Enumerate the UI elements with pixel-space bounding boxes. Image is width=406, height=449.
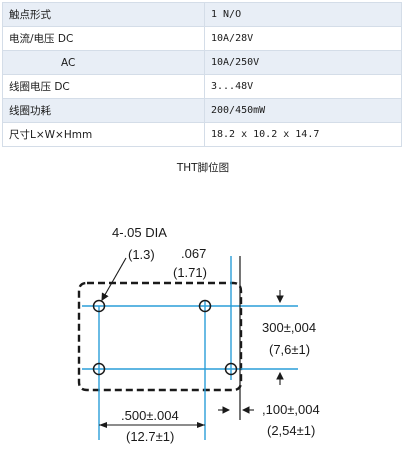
spec-value: 18.2 x 10.2 x 14.7 <box>204 122 402 147</box>
spec-row: AC 10A/250V <box>2 50 402 75</box>
centerlines <box>82 256 298 440</box>
pitch-h-metric: (12.7±1) <box>126 429 174 444</box>
spec-label: 线圈功耗 <box>2 98 205 123</box>
offset-label: .067 <box>181 246 206 261</box>
pin-hole <box>92 299 106 313</box>
spec-row: 触点形式 1 N/O <box>2 2 402 27</box>
pin-hole <box>224 362 238 376</box>
pitch-s-metric: (2,54±1) <box>267 423 315 438</box>
pitch-v-metric: (7,6±1) <box>269 342 310 357</box>
hole-leader <box>101 257 127 301</box>
spec-value: 10A/250V <box>204 50 402 75</box>
spec-value: 3...48V <box>204 74 402 99</box>
spec-label: 尺寸L×W×Hmm <box>2 122 205 147</box>
spec-value: 10A/28V <box>204 26 402 51</box>
spec-row: 尺寸L×W×Hmm 18.2 x 10.2 x 14.7 <box>2 122 402 147</box>
offset-metric: (1.71) <box>173 265 207 280</box>
pitch-v-label: 300±,004 <box>262 320 316 335</box>
pin-holes <box>92 299 238 376</box>
pitch-s-label: ,100±,004 <box>262 402 320 417</box>
hole-dia-label: 4-.05 DIA <box>112 225 167 240</box>
component-outline <box>77 281 243 392</box>
spec-value: 200/450mW <box>204 98 402 123</box>
pin-hole <box>92 362 106 376</box>
spec-row: 线圈功耗 200/450mW <box>2 98 402 123</box>
hole-dia-metric: (1.3) <box>128 247 155 262</box>
diagram-caption: THT脚位图 <box>176 162 230 174</box>
pitch-h-label: .500±.004 <box>121 408 179 423</box>
spec-table: 触点形式 1 N/O 电流/电压 DC 10A/28V AC 10A/250V … <box>2 2 402 147</box>
spec-label: AC <box>2 50 205 75</box>
pin-hole <box>198 299 212 313</box>
spec-label: 触点形式 <box>2 2 205 27</box>
